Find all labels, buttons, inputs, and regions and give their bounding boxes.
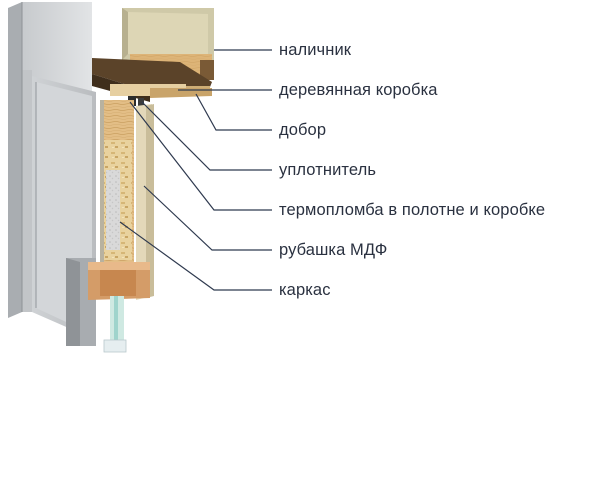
label-mdf-skin: рубашка МДФ <box>279 241 388 259</box>
label-thermal-seal: термопломба в полотне и коробке <box>279 201 546 219</box>
label-extension: добор <box>279 121 327 139</box>
label-seal: уплотнитель <box>279 161 377 179</box>
label-core-frame: каркас <box>279 281 331 299</box>
leader-lines <box>119 49 272 291</box>
label-wooden-frame: деревянная коробка <box>279 81 438 99</box>
label-casing: наличник <box>279 41 352 59</box>
leader-mdf-skin <box>143 185 272 251</box>
door-leaf-panel <box>32 76 96 346</box>
leader-thermal-seal <box>129 101 272 211</box>
leader-seal <box>141 101 272 171</box>
door-leaf-core <box>88 100 154 353</box>
leader-core-frame <box>119 221 272 291</box>
leader-extension <box>195 93 272 131</box>
